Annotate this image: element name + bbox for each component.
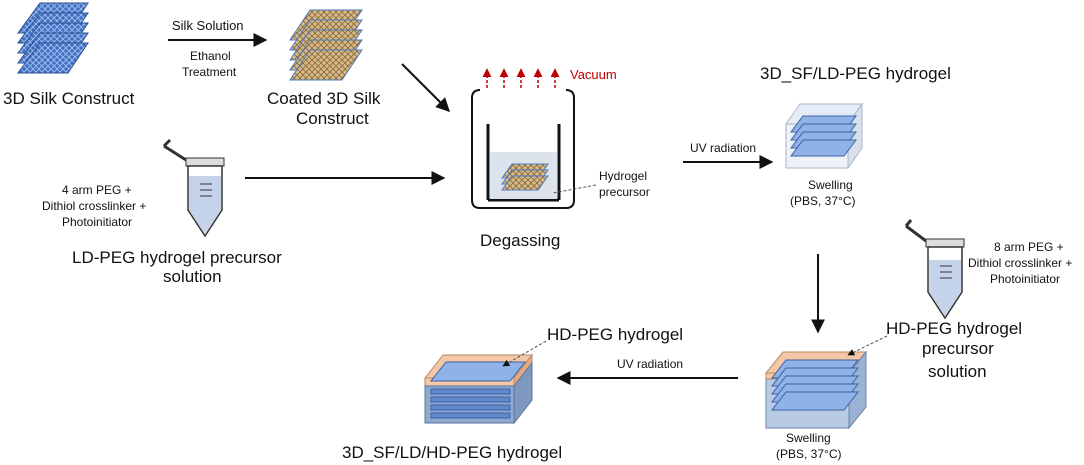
hydrogel-precursor-label-1: Hydrogel <box>599 169 647 183</box>
ld-peg-precursor-label-1: LD-PEG hydrogel precursor <box>72 248 282 267</box>
eight-arm-label-2: Dithiol crosslinker + <box>968 256 1072 270</box>
ld-peg-tube <box>162 138 225 238</box>
silk-construct-label: 3D Silk Construct <box>3 89 135 108</box>
sf-ld-peg-label: 3D_SF/LD-PEG hydrogel <box>760 64 951 83</box>
ethanol-label: Ethanol <box>190 49 231 63</box>
hydrogel-precursor-label-2: precursor <box>599 185 650 199</box>
hd-precursor-pointer <box>847 335 888 356</box>
four-arm-label-3: Photoinitiator <box>62 215 132 229</box>
uv-radiation-label-2: UV radiation <box>617 357 683 371</box>
uv-radiation-label-1: UV radiation <box>690 141 756 155</box>
four-arm-label-1: 4 arm PEG + <box>62 183 132 197</box>
hd-peg-precursor-label-3: solution <box>928 362 987 381</box>
pbs-label-2: (PBS, 37°C) <box>776 447 841 461</box>
eight-arm-label-1: 8 arm PEG + <box>994 240 1064 254</box>
eight-arm-label-3: Photoinitiator <box>990 272 1060 286</box>
sf-ld-peg-hydrogel-illustration <box>785 102 863 170</box>
four-arm-label-2: Dithiol crosslinker + <box>42 199 146 213</box>
silk-construct-illustration <box>17 2 89 74</box>
ld-peg-precursor-label-2: solution <box>163 267 222 286</box>
hd-peg-precursor-label-1: HD-PEG hydrogel <box>886 319 1022 338</box>
pbs-label-1: (PBS, 37°C) <box>790 194 855 208</box>
hd-peg-precursor-label-2: precursor <box>922 339 994 358</box>
final-product-label: 3D_SF/LD/HD-PEG hydrogel <box>342 443 562 462</box>
coated-construct-illustration <box>289 9 363 81</box>
treatment-label: Treatment <box>182 65 237 79</box>
hd-peg-hydrogel-label: HD-PEG hydrogel <box>547 325 683 344</box>
hd-peg-tube <box>904 219 965 320</box>
swelling-label-2: Swelling <box>786 431 831 445</box>
hd-peg-pointer <box>502 340 547 367</box>
hd-swelling-block-illustration <box>764 350 868 430</box>
silk-solution-label: Silk Solution <box>172 18 244 33</box>
coated-to-chamber-arrow <box>401 63 450 112</box>
degassing-chamber <box>471 89 575 209</box>
coated-construct-label-1: Coated 3D Silk <box>267 89 381 108</box>
degassing-label: Degassing <box>480 231 560 250</box>
vacuum-label: Vacuum <box>570 67 617 82</box>
swelling-label-1: Swelling <box>808 178 853 192</box>
coated-construct-label-2: Construct <box>296 109 369 128</box>
final-product-illustration <box>423 353 534 425</box>
vacuum-arrows <box>482 68 560 88</box>
precursor-pointer <box>552 184 597 194</box>
